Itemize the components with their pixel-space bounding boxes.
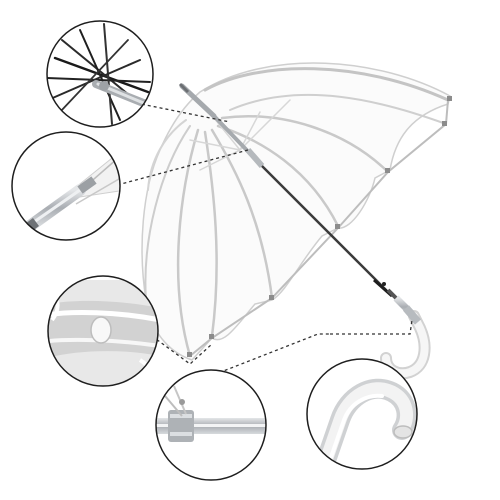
canopy-edge-callout	[47, 275, 159, 387]
callout-connectors	[105, 102, 413, 389]
top-ferrule-callout	[11, 131, 121, 241]
hook-handle-callout	[306, 358, 418, 470]
umbrella-top-ferrule	[178, 82, 217, 119]
rib-mechanism-callout	[46, 20, 154, 128]
umbrella-canopy	[141, 62, 452, 361]
umbrella-shaft	[212, 114, 417, 319]
shaft-collar-callout	[155, 369, 267, 481]
umbrella-hook-handle	[380, 305, 431, 380]
